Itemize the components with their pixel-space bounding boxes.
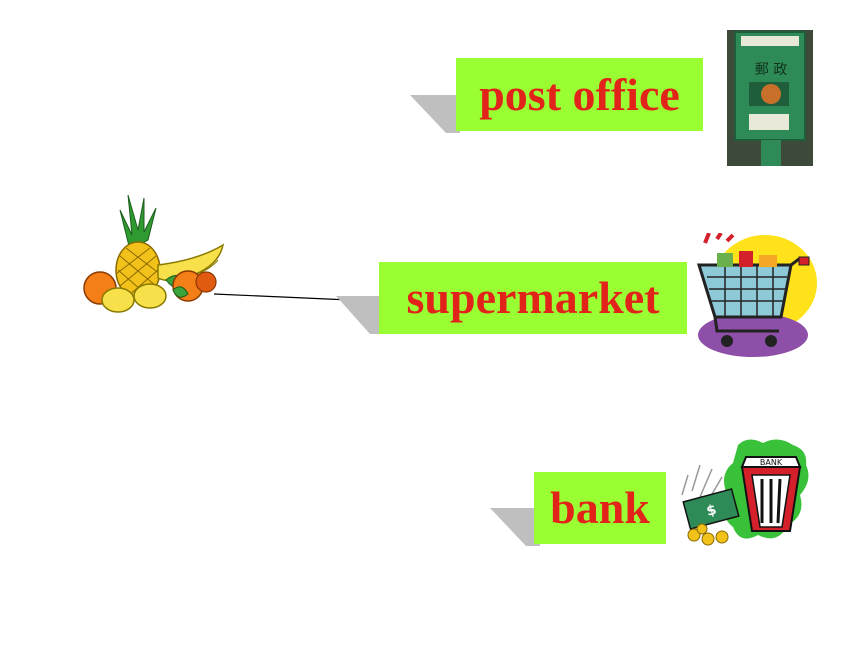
supermarket-label: supermarket: [379, 262, 687, 334]
bank-label: bank: [534, 472, 666, 544]
bank-shadow: [490, 508, 540, 548]
supermarket-text: supermarket: [406, 272, 660, 323]
bank-icon: BANK $: [678, 435, 813, 555]
bank-sign: BANK: [760, 458, 783, 467]
bank-text: bank: [550, 482, 650, 533]
mailbox-sign: 郵 政: [755, 62, 787, 78]
post-office-shadow: [410, 95, 460, 135]
post-office-text: post office: [479, 68, 680, 120]
shopping-cart-icon: [695, 233, 820, 363]
fruit-basket-icon: [78, 190, 228, 320]
money-sign: $: [705, 502, 719, 520]
mailbox-icon: 郵 政: [727, 30, 813, 166]
post-office-label: post office: [456, 58, 703, 131]
supermarket-shadow: [336, 296, 386, 336]
